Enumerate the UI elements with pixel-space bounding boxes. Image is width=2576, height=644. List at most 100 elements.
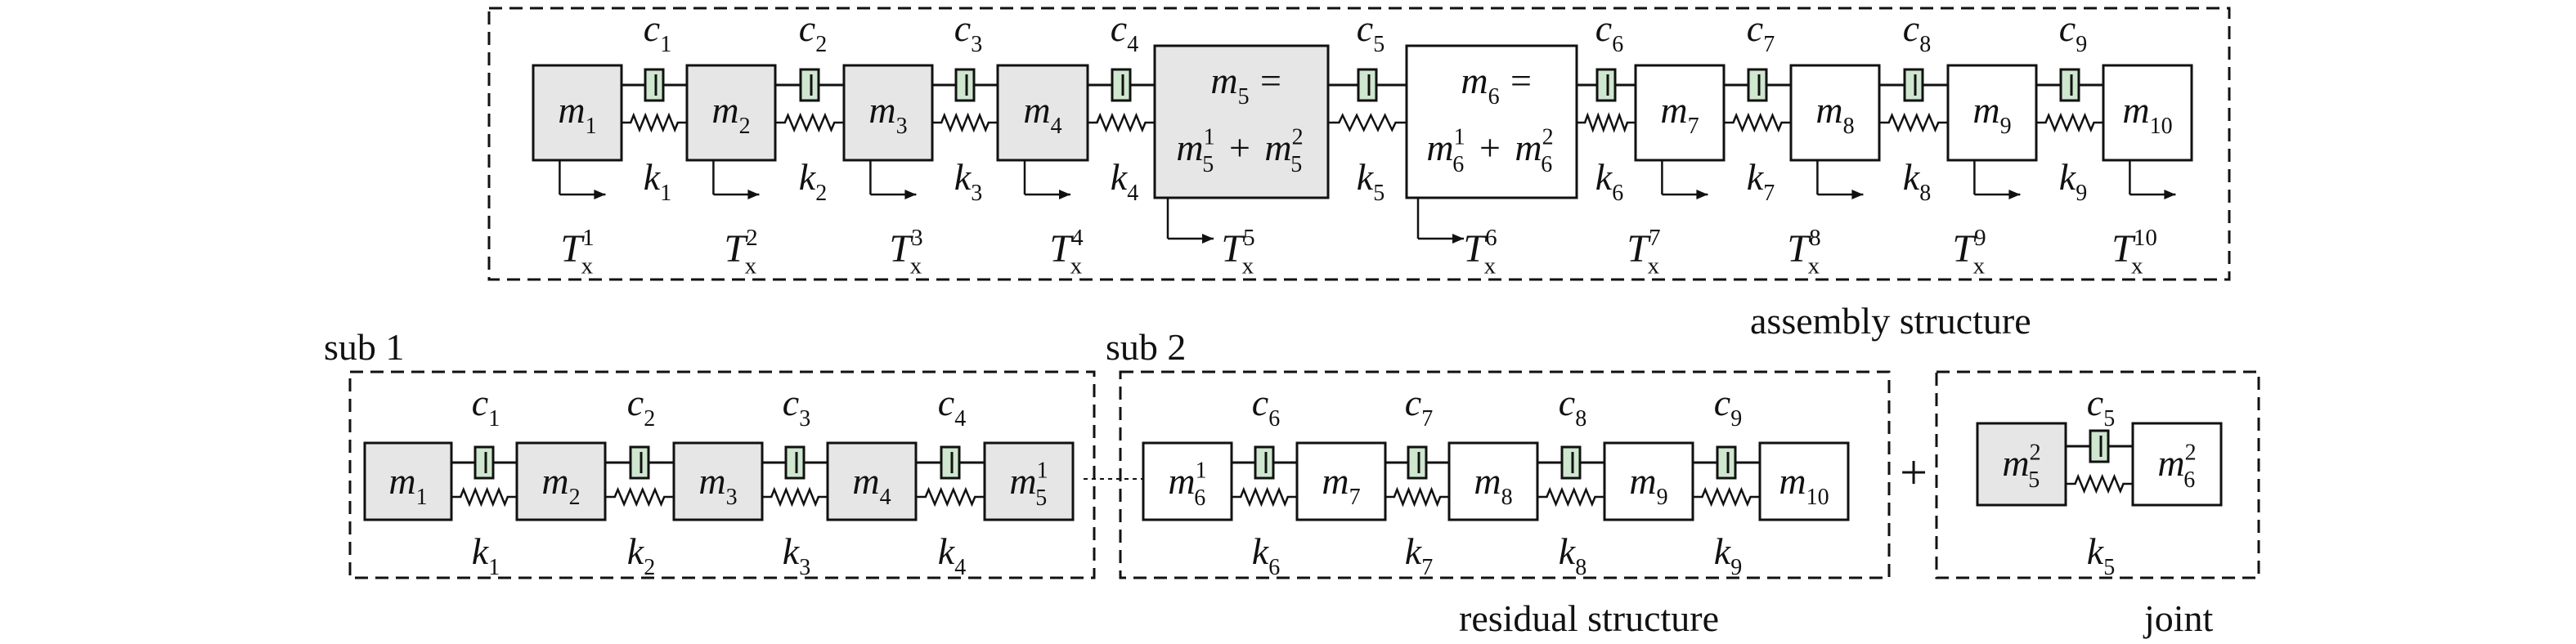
force-arrow [869, 160, 917, 199]
coupling-j-1 [2066, 429, 2133, 494]
mass-label: m9 [1972, 89, 2011, 139]
plus-sign: + [1900, 445, 1928, 499]
spring-label: k4 [938, 530, 966, 580]
spring-icon [451, 486, 517, 508]
spring-icon [1577, 112, 1636, 133]
damper-icon [1595, 68, 1617, 102]
mass-box [1758, 441, 1850, 521]
assembly-structure-caption: assembly structure [1750, 300, 2031, 342]
spring-icon [1088, 112, 1155, 133]
force-arrow [2129, 160, 2176, 199]
spring-icon [916, 486, 985, 508]
coupling-s1-2 [605, 445, 674, 508]
damper-icon [473, 445, 495, 480]
mass-box [842, 64, 934, 162]
plus-operator: + [1479, 127, 1501, 168]
spring-icon [932, 112, 998, 133]
damper-label: c6 [1595, 7, 1623, 57]
damper-icon [940, 445, 961, 480]
coupling-a9 [2036, 68, 2103, 133]
joint-frame [1935, 370, 2260, 579]
force-arrow [559, 160, 606, 199]
mass-box [685, 64, 777, 162]
joint-caption: joint [2143, 597, 2214, 639]
coupling-s2-1 [1232, 445, 1297, 508]
mass-label: m8 [1474, 460, 1512, 510]
force-arrow [712, 160, 760, 199]
damper-icon [1407, 445, 1428, 480]
equals-sign: = [1510, 60, 1532, 101]
force-arrow [1023, 160, 1070, 199]
force-arrow [1973, 160, 2021, 199]
mass-label: m5 [1210, 60, 1249, 110]
mass-box [1946, 64, 2038, 162]
mass-label: m2 [711, 89, 750, 139]
mass-label: m4 [1023, 89, 1061, 139]
mass-box [1153, 44, 1330, 199]
mass-box [363, 441, 453, 521]
equals-sign: = [1260, 60, 1281, 101]
force-arrow [1166, 198, 1214, 244]
spring-label: k6 [1595, 156, 1623, 206]
damper-icon [1357, 68, 1378, 102]
damper-icon [644, 68, 665, 102]
damper-label: c8 [1559, 382, 1586, 432]
coupling-a1 [622, 68, 687, 133]
spring-label: k2 [799, 156, 827, 206]
spring-label: k7 [1405, 530, 1433, 580]
mass-box [983, 441, 1075, 521]
spring-label: k1 [472, 530, 500, 580]
force-arrow [1416, 198, 1464, 244]
mass-box [1142, 441, 1233, 521]
spring-icon [1879, 112, 1948, 133]
spring-icon [2036, 112, 2103, 133]
mass-box [1789, 64, 1881, 162]
damper-icon [1747, 68, 1768, 102]
damper-label: c1 [644, 7, 671, 57]
damper-label: c1 [472, 382, 500, 432]
residual-structure-caption: residual structure [1459, 597, 1719, 639]
sub1-frame [348, 370, 1096, 579]
spring-label: k7 [1747, 156, 1775, 206]
spring-icon [1328, 113, 1407, 132]
coupling-s1-1 [451, 445, 517, 508]
damper-label: c7 [1405, 382, 1433, 432]
mass-label: m6 [1461, 60, 1499, 110]
mass-label: m7 [1322, 460, 1360, 510]
mass-box [996, 64, 1089, 162]
plus-operator: + [1229, 127, 1250, 168]
coupling-a7 [1724, 68, 1791, 133]
sub2-frame [1119, 370, 1891, 579]
spring-label: k6 [1252, 530, 1280, 580]
coupling-s2-3 [1537, 445, 1604, 508]
mass-label: m10 [1779, 460, 1829, 510]
spring-icon [1385, 486, 1449, 508]
coupling-s1-3 [762, 445, 828, 508]
mass-box [2131, 422, 2223, 507]
mass-label: m2 [541, 460, 580, 510]
damper-icon [1254, 445, 1275, 480]
damper-icon [784, 445, 806, 480]
damper-label: c4 [938, 382, 966, 432]
mass-label: m10 [2122, 89, 2172, 139]
coupling-s2-2 [1385, 445, 1449, 508]
damper-label: c8 [1903, 7, 1931, 57]
spring-label: k5 [1357, 156, 1384, 206]
damper-label: c6 [1252, 382, 1280, 432]
mass-label: m9 [1629, 460, 1667, 510]
